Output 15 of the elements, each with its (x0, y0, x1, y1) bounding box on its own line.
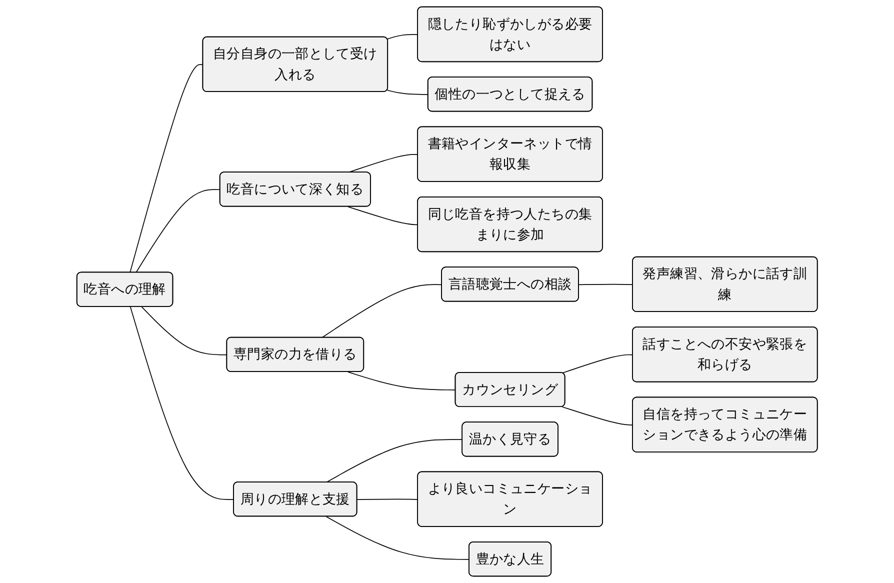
connector (135, 189, 221, 274)
connector (321, 284, 442, 338)
connector (578, 284, 634, 286)
connector (347, 372, 456, 390)
connector (129, 64, 204, 274)
connector (347, 206, 418, 226)
connector (326, 516, 470, 560)
connector (386, 34, 418, 40)
connector (356, 498, 418, 500)
connector (326, 439, 463, 483)
connector (130, 306, 234, 500)
connector (386, 90, 429, 96)
connector (562, 406, 634, 426)
connector (141, 306, 228, 356)
connector (562, 354, 634, 374)
